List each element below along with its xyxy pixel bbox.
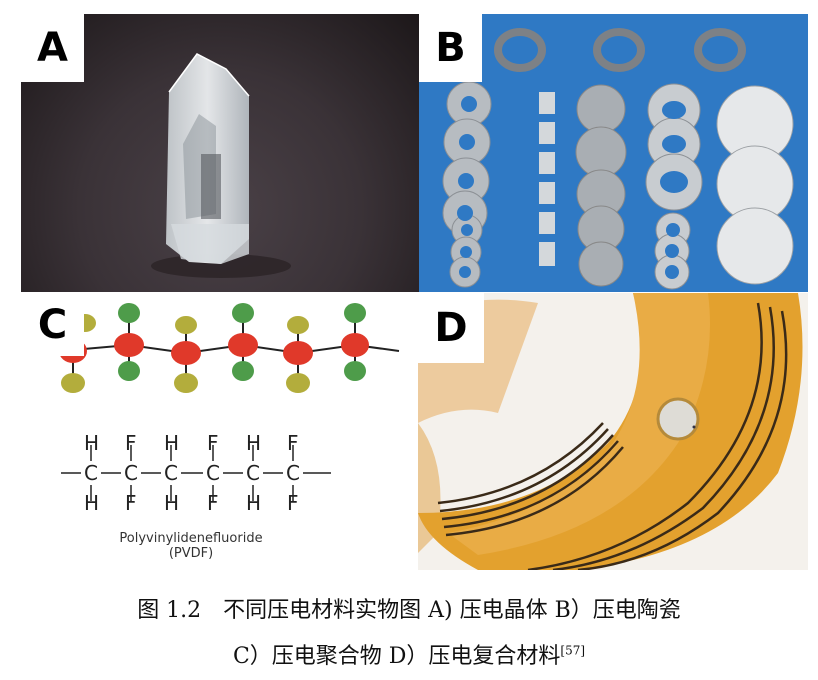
panel-d-piezo-composite: D: [418, 293, 808, 570]
piezo-ceramics-image: [442, 28, 794, 290]
pvdf-abbreviation: (PVDF): [168, 546, 214, 561]
panel-label-c: C: [21, 293, 84, 356]
panel-c-pvdf-structure: H F H F H F C C C C C C H F H F H F Poly…: [21, 293, 418, 570]
atom-h: H: [164, 491, 180, 515]
citation-reference: [57]: [560, 643, 586, 658]
panel-b-piezo-ceramics: B: [419, 14, 808, 292]
atom-h: H: [246, 431, 262, 455]
panel-label-b: B: [419, 14, 482, 82]
caption-line-2-text: C）压电聚合物 D）压电复合材料: [232, 644, 561, 669]
atom-h: H: [246, 491, 262, 515]
atom-f: F: [125, 431, 137, 455]
atom-f: F: [287, 491, 299, 515]
atom-h: H: [84, 491, 100, 515]
atom-f: F: [125, 491, 137, 515]
atom-c: C: [206, 461, 220, 485]
atom-c: C: [246, 461, 260, 485]
quartz-crystal-image: [151, 53, 291, 278]
figure-caption-line-1: 图 1.2 不同压电材料实物图 A) 压电晶体 B）压电陶瓷: [137, 598, 681, 623]
atom-c: C: [84, 461, 98, 485]
atom-h: H: [84, 431, 100, 455]
panel-label-a: A: [21, 14, 84, 82]
atom-h: H: [164, 431, 180, 455]
atom-c: C: [286, 461, 300, 485]
pvdf-structural-formula: [61, 445, 331, 501]
atom-f: F: [287, 431, 299, 455]
figure-caption-line-2: C）压电聚合物 D）压电复合材料[57]: [0, 638, 818, 670]
panel-a-quartz-crystal: A: [21, 14, 419, 292]
panel-label-d: D: [418, 293, 484, 363]
atom-c: C: [164, 461, 178, 485]
pvdf-name: Polyvinylidenefluoride: [119, 531, 263, 546]
atom-c: C: [124, 461, 138, 485]
atom-f: F: [207, 491, 219, 515]
atom-f: F: [207, 431, 219, 455]
